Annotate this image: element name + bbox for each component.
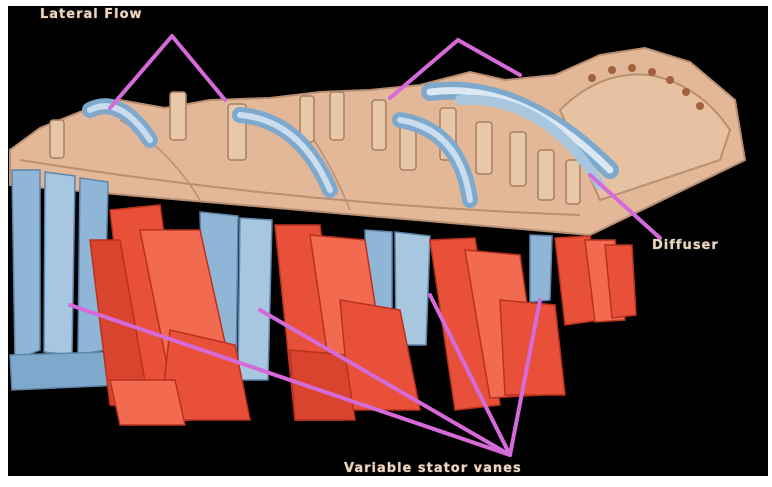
label-variable-stator-vanes: Variable stator vanes bbox=[344, 461, 522, 476]
label-lateral-flow: Lateral Flow bbox=[40, 7, 143, 22]
label-diffuser: Diffuser bbox=[652, 238, 719, 253]
